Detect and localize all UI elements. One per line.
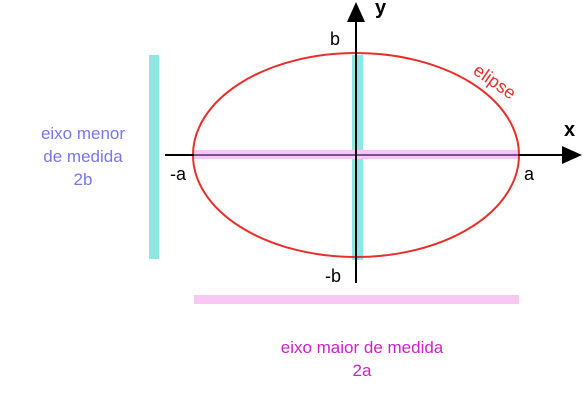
major-axis-note: eixo maior de medida 2a	[212, 336, 512, 382]
vertex-left-label: -a	[170, 164, 187, 184]
x-axis-arrowhead	[562, 146, 582, 164]
y-axis-label: y	[375, 0, 387, 19]
minor-axis-measure-band	[149, 55, 159, 259]
covertex-bottom-label: -b	[325, 266, 341, 286]
minor-axis-note-line2: de medida	[43, 147, 123, 166]
major-axis-measure-band	[194, 295, 519, 304]
y-axis-arrowhead	[347, 2, 365, 22]
major-axis-note-line1: eixo maior de medida	[280, 338, 444, 357]
major-axis-note-line2: 2a	[352, 361, 372, 380]
minor-axis-note-line3: 2b	[73, 170, 93, 189]
minor-axis-note-line1: eixo menor	[40, 124, 126, 143]
covertex-top-label: b	[330, 29, 340, 49]
minor-axis-note: eixo menor de medida 2b	[8, 122, 158, 191]
ellipse-label: elipse	[470, 60, 520, 103]
vertex-right-label: a	[524, 164, 535, 184]
x-axis-label: x	[564, 119, 575, 141]
